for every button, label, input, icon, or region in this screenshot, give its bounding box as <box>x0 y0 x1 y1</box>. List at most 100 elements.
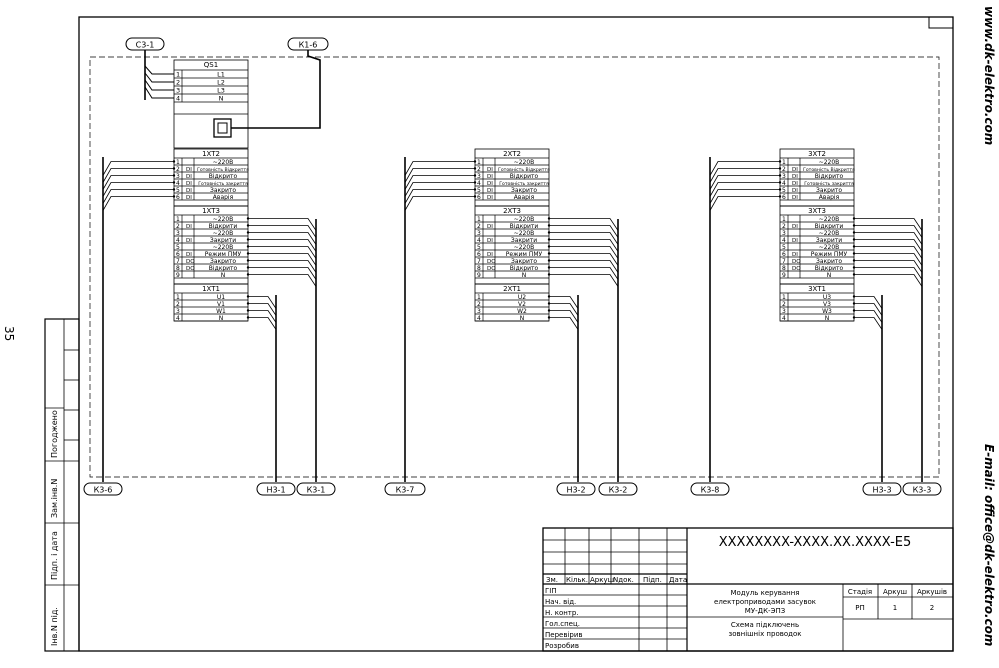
qs1-pin-number: 1 <box>176 71 180 79</box>
unit-2-input-wire <box>404 168 475 183</box>
description-line-3: МУ-ДК-ЭПЗ <box>745 607 786 615</box>
unit-3-motor-wire <box>854 310 883 323</box>
unit-2-xt2-type: DI <box>487 174 493 180</box>
unit-2-xt2-pin: 5 <box>477 187 481 194</box>
unit-1-bottom-connector-label: Н3-1 <box>266 486 285 495</box>
unit-1-xt2-label: Закрито <box>210 187 236 194</box>
unit-1-control-wire <box>248 239 317 252</box>
unit-3-xt1-label: N <box>825 315 830 322</box>
unit-2-wire-node <box>473 188 477 191</box>
unit-2-xt2-label: Аварія <box>514 194 535 201</box>
unit-1-control-wire <box>248 267 317 280</box>
unit-1-wire-node <box>246 273 250 276</box>
unit-1-xt3-pin: 2 <box>176 223 180 230</box>
unit-3-control-wire <box>854 274 923 287</box>
qs1-pin-label: N <box>219 95 224 103</box>
unit-3-xt3-type: DI <box>792 238 798 244</box>
unit-1-xt3-pin: 3 <box>176 230 180 237</box>
unit-2-xt2-label: Готовність закриття <box>499 181 549 187</box>
unit-2-xt3-type: DI <box>487 252 493 258</box>
unit-3-xt2-pin: 3 <box>782 173 786 180</box>
unit-1-wire-node <box>246 245 250 248</box>
unit-2-xt1-label: V2 <box>518 301 526 308</box>
qs1-title: QS1 <box>204 61 218 69</box>
unit-1-xt3-type: DI <box>186 238 192 244</box>
unit-1-wire-node <box>172 188 176 191</box>
unit-1-xt2-pin: 4 <box>176 180 180 187</box>
unit-2-xt3-type: DO <box>487 259 496 265</box>
header-arkush: Аркуш <box>590 576 614 584</box>
unit-3-bottom-connector <box>862 482 902 496</box>
unit-3-xt3-label: ~220В <box>819 230 840 237</box>
unit-3-xt3-pin: 8 <box>782 265 786 272</box>
unit-2-xt2-pin: 2 <box>477 166 481 173</box>
unit-3-xt2-label: Аварія <box>819 194 840 201</box>
unit-2-control-wire <box>549 232 619 245</box>
unit-3-xt3-pin: 7 <box>782 258 786 265</box>
unit-2-motor-wire <box>549 317 579 330</box>
unit-3-xt1-label: V3 <box>823 301 831 308</box>
unit-3-control-wire <box>854 260 923 273</box>
unit-3-wire-node <box>852 224 856 227</box>
unit-2-wire-node <box>547 295 551 298</box>
unit-1-xt1-pin: 4 <box>176 315 180 322</box>
unit-2-xt1-label: N <box>520 315 525 322</box>
unit-3-control-wire <box>854 246 923 259</box>
unit-2-xt2-pin: 1 <box>477 159 481 166</box>
unit-3-xt3-pin: 1 <box>782 216 786 223</box>
unit-1-bottom-connector <box>256 482 296 496</box>
unit-3-xt3-label: Режим ПМУ <box>811 251 848 258</box>
qs1-pin-label: L3 <box>217 87 225 95</box>
unit-2-xt1-pin: 2 <box>477 301 481 308</box>
unit-2-wire-node <box>547 316 551 319</box>
unit-2-xt2-pin: 6 <box>477 194 481 201</box>
qs1-pin-number: 2 <box>176 79 180 87</box>
unit-1-input-wire <box>102 168 174 183</box>
unit-1-xt3-type: DI <box>186 224 192 230</box>
header-pidp: Підп. <box>643 576 662 584</box>
unit-2-xt3-pin: 1 <box>477 216 481 223</box>
description-line-2: електроприводами засувок <box>714 598 816 606</box>
unit-3-control-wire <box>854 232 923 245</box>
unit-2-xt3-type: DI <box>487 224 493 230</box>
qs1-pin-label: L1 <box>217 71 225 79</box>
unit-3-xt2-pin: 6 <box>782 194 786 201</box>
role-nach: Нач. від. <box>545 598 576 606</box>
unit-2-xt1-pin: 4 <box>477 315 481 322</box>
unit-1-xt2-pin: 6 <box>176 194 180 201</box>
unit-2-xt3-label: N <box>522 272 527 279</box>
unit-3-xt3-label: Закрити <box>816 237 842 244</box>
stage-value: РП <box>855 604 865 612</box>
unit-3-xt3-pin: 9 <box>782 272 786 279</box>
unit-3-bottom-connector-label: Н3-3 <box>872 486 891 495</box>
connector-k1-6-label: К1-6 <box>299 41 318 50</box>
unit-2-xt2-pin: 3 <box>477 173 481 180</box>
unit-3-motor-wire <box>854 317 883 330</box>
unit-2-xt3-pin: 7 <box>477 258 481 265</box>
unit-3-xt3-label: Відкрито <box>815 265 844 272</box>
unit-1-wire-node <box>246 309 250 312</box>
unit-1-xt1-label: V1 <box>217 301 225 308</box>
unit-2-wire-node <box>547 217 551 220</box>
unit-1-xt3-label: Режим ПМУ <box>205 251 242 258</box>
unit-3-wire-node <box>852 217 856 220</box>
unit-2-xt2-type: DI <box>487 167 493 173</box>
unit-1-input-wire <box>102 182 174 197</box>
unit-2-xt3-label: ~220В <box>514 244 535 251</box>
unit-1-xt3-pin: 7 <box>176 258 180 265</box>
unit-1-input-wire <box>102 175 174 190</box>
unit-3-xt2-pin: 2 <box>782 166 786 173</box>
qs1-supply-wires <box>144 50 174 100</box>
unit-1-wire-node <box>246 231 250 234</box>
unit-3-xt3-type: DI <box>792 252 798 258</box>
unit-2-wire-node <box>473 174 477 177</box>
unit-2-bottom-connector <box>384 482 426 496</box>
unit-1-xt1-pin: 2 <box>176 301 180 308</box>
unit-1-xt3-label: Відкрито <box>209 265 238 272</box>
unit-1-wire-node <box>246 302 250 305</box>
unit-3-xt3-type: DI <box>792 224 798 230</box>
unit-1-control-wire <box>248 274 317 287</box>
unit-3-xt2-label: Закрито <box>816 187 842 194</box>
unit-2-xt1-label: W2 <box>517 308 527 315</box>
sheet-title-1: Схема підключень <box>731 621 799 629</box>
